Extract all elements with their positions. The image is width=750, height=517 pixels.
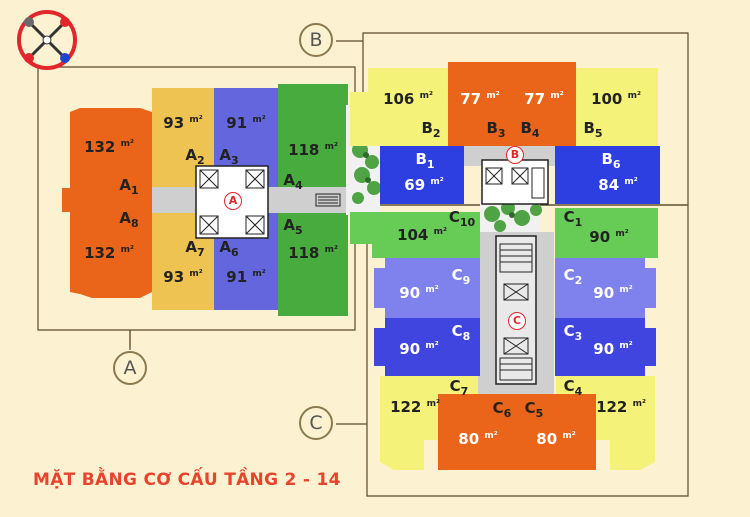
unit-b4-code: B4 — [520, 119, 540, 140]
unit-c5-area: 80 m² — [536, 430, 576, 448]
unit-b3-shape — [448, 62, 512, 146]
unit-c10-shape — [350, 212, 480, 258]
unit-c6-shape — [438, 394, 517, 470]
unit-c5-shape — [517, 394, 596, 470]
zone-c-label: C — [299, 406, 333, 440]
unit-b6-area: 84 m² — [598, 176, 638, 194]
unit-c4-code: C4 — [563, 377, 583, 398]
unit-c8-shape — [374, 318, 480, 376]
unit-c7-area: 122 m² — [390, 398, 440, 416]
unit-c9-area: 90 m² — [399, 284, 439, 302]
core-c-marker: C — [508, 312, 526, 330]
core-a-marker: A — [224, 192, 242, 210]
unit-a7-code: A7 — [185, 238, 205, 259]
unit-c8-area: 90 m² — [399, 340, 439, 358]
zone-b-label: B — [299, 23, 333, 57]
unit-c6-code: C6 — [492, 399, 512, 420]
unit-b2-area: 106 m² — [383, 90, 433, 108]
unit-c2-shape — [555, 258, 656, 318]
unit-a2-code: A2 — [185, 146, 205, 167]
unit-a1-shape — [62, 108, 152, 200]
unit-c5-code: C5 — [524, 399, 544, 420]
unit-c3-code: C3 — [563, 322, 583, 343]
unit-c3-area: 90 m² — [593, 340, 633, 358]
core-c-box — [495, 235, 537, 385]
unit-c9-shape — [374, 258, 480, 318]
unit-b1-shape — [380, 146, 464, 204]
unit-b1-code: B1 — [415, 150, 435, 171]
block-c — [350, 208, 658, 470]
unit-b3-code: B3 — [486, 119, 506, 140]
unit-c4-shape — [556, 376, 655, 470]
block-b — [350, 62, 660, 205]
unit-b2-shape — [350, 68, 448, 146]
unit-c2-area: 90 m² — [593, 284, 633, 302]
unit-c10-area: 104 m² — [397, 226, 447, 244]
unit-a4-code: A4 — [283, 171, 303, 192]
unit-a1-area: 132 m² — [84, 138, 134, 156]
unit-b5-code: B5 — [583, 119, 603, 140]
unit-c1-shape — [555, 208, 658, 258]
compass-icon — [17, 10, 77, 70]
unit-c8-code: C8 — [451, 322, 471, 343]
unit-b3-area: 77 m² — [460, 90, 500, 108]
unit-a8-shape — [62, 200, 152, 298]
unit-c7-shape — [380, 376, 478, 470]
unit-a3-area: 91 m² — [226, 114, 266, 132]
unit-b5-area: 100 m² — [591, 90, 641, 108]
core-b-box — [481, 159, 549, 205]
unit-a4-shape — [278, 84, 348, 187]
unit-a5-area: 118 m² — [288, 244, 338, 262]
unit-a7-area: 93 m² — [163, 268, 203, 286]
unit-b2-code: B2 — [421, 119, 441, 140]
page-title: MẶT BẰNG CƠ CẤU TẦNG 2 - 14 — [33, 470, 341, 490]
block-a — [62, 84, 350, 316]
unit-b6-shape — [555, 146, 660, 204]
unit-c4-area: 122 m² — [596, 398, 646, 416]
unit-c6-area: 80 m² — [458, 430, 498, 448]
unit-a1-code: A1 — [119, 176, 139, 197]
unit-b1-area: 69 m² — [404, 176, 444, 194]
unit-b6-code: B6 — [601, 150, 621, 171]
unit-b4-area: 77 m² — [524, 90, 564, 108]
unit-b5-shape — [576, 68, 658, 146]
unit-a5-shape — [278, 213, 348, 316]
unit-a2-area: 93 m² — [163, 114, 203, 132]
unit-c2-code: C2 — [563, 266, 583, 287]
unit-a4-area: 118 m² — [288, 141, 338, 159]
unit-a6-code: A6 — [219, 238, 239, 259]
unit-c9-code: C9 — [451, 266, 471, 287]
core-b-marker: B — [506, 146, 524, 164]
unit-a8-code: A8 — [119, 209, 139, 230]
unit-c7-code: C7 — [449, 377, 469, 398]
unit-a8-area: 132 m² — [84, 244, 134, 262]
unit-c10-code: C10 — [448, 208, 476, 229]
zone-a-label: A — [113, 351, 147, 385]
unit-c1-area: 90 m² — [589, 228, 629, 246]
unit-c3-shape — [555, 318, 656, 376]
unit-c1-code: C1 — [563, 208, 583, 229]
unit-a3-code: A3 — [219, 146, 239, 167]
unit-b4-shape — [512, 62, 576, 146]
unit-a5-code: A5 — [283, 216, 303, 237]
unit-a6-area: 91 m² — [226, 268, 266, 286]
